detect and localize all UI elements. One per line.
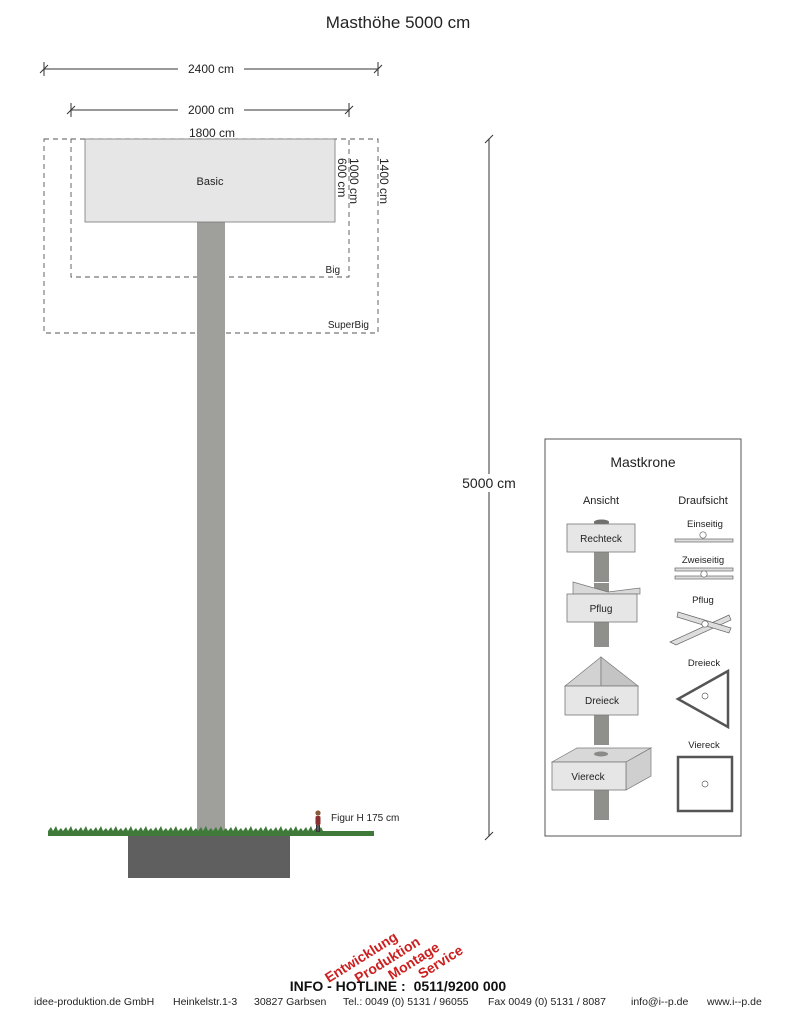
ansicht-pflug: Pflug — [566, 581, 641, 647]
svg-text:Pflug: Pflug — [692, 595, 714, 606]
basic-label: Basic — [197, 176, 224, 188]
col-ansicht-label: Ansicht — [583, 495, 619, 507]
draufsicht-zweiseitig: Zweiseitig — [674, 555, 734, 580]
ansicht-viereck: Viereck — [550, 747, 653, 820]
draufsicht-einseitig: Einseitig — [674, 519, 734, 543]
basic-sign — [84, 138, 336, 223]
foundation — [128, 836, 290, 878]
grass — [48, 826, 374, 836]
footer-web[interactable]: www.i--p.de — [707, 996, 762, 1008]
svg-text:Einseitig: Einseitig — [687, 519, 723, 530]
mast-height-label: 5000 cm — [462, 475, 516, 491]
footer-company: idee-produktion.de GmbH — [34, 996, 155, 1008]
svg-text:Viereck: Viereck — [571, 772, 605, 783]
info-hotline: INFO - HOTLINE : 0511/9200 000 — [0, 978, 796, 994]
hotline-number[interactable]: 0511/9200 000 — [413, 978, 507, 994]
height-basic-label: 600 cm — [335, 158, 349, 197]
hotline-label: INFO - HOTLINE : — [289, 978, 406, 994]
big-label: Big — [326, 265, 340, 276]
svg-text:Dreieck: Dreieck — [585, 696, 620, 707]
width-big-label: 2000 cm — [188, 103, 234, 117]
human-figure — [315, 810, 321, 832]
width-basic-label: 1800 cm — [189, 126, 235, 140]
figure-label: Figur H 175 cm — [331, 813, 399, 824]
footer-fax: Fax 0049 (0) 5131 / 8087 — [488, 996, 606, 1008]
superbig-label: SuperBig — [328, 320, 369, 331]
mastkrone-panel: Mastkrone Ansicht Draufsicht Rechteck Pf… — [544, 438, 742, 837]
draufsicht-dreieck: Dreieck — [675, 658, 730, 730]
width-superbig-label: 2400 cm — [188, 62, 234, 76]
svg-text:Dreieck: Dreieck — [688, 658, 720, 669]
mastkrone-title: Mastkrone — [610, 454, 676, 470]
mast — [197, 222, 225, 836]
height-superbig-label: 1400 cm — [377, 158, 391, 204]
footer-email[interactable]: info@i--p.de — [631, 996, 689, 1008]
svg-text:Pflug: Pflug — [590, 604, 613, 615]
svg-text:Rechteck: Rechteck — [580, 534, 623, 545]
draufsicht-viereck: Viereck — [676, 740, 734, 813]
col-draufsicht-label: Draufsicht — [678, 495, 728, 507]
height-big-label: 1000 cm — [347, 158, 361, 204]
svg-text:Viereck: Viereck — [688, 740, 720, 751]
footer-city: 30827 Garbsen — [254, 996, 327, 1008]
draufsicht-pflug: Pflug — [669, 595, 732, 646]
diagram-title: Masthöhe 5000 cm — [326, 13, 471, 32]
footer-street: Heinkelstr.1-3 — [173, 996, 238, 1008]
ansicht-dreieck: Dreieck — [564, 656, 640, 745]
footer-tel: Tel.: 0049 (0) 5131 / 96055 — [343, 996, 469, 1008]
ansicht-rechteck: Rechteck — [566, 519, 636, 582]
svg-text:Zweiseitig: Zweiseitig — [682, 555, 724, 566]
